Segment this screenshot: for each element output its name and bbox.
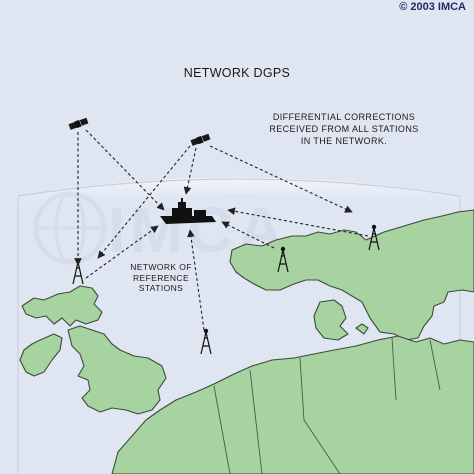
arrow-satellite2-to-norway-station [209, 145, 353, 213]
stations-label-line: STATIONS [138, 283, 184, 293]
arrow-norway-station-to-ship [221, 221, 275, 249]
signal-arrows [74, 129, 369, 331]
border-lines [213, 337, 441, 474]
arrow-continent-station-to-ship [187, 229, 205, 331]
caption-line: RECEIVED FROM ALL STATIONS [269, 124, 419, 134]
land-denmark [313, 299, 349, 341]
coastline-map [19, 209, 474, 474]
arrow-far-station-to-ship [227, 207, 369, 237]
land-norway-sweden [229, 209, 474, 341]
arrow-satellite-to-ship [85, 129, 165, 211]
arrow-satellite2-to-ship [183, 147, 197, 195]
corrections-caption: DIFFERENTIAL CORRECTIONS RECEIVED FROM A… [254, 111, 434, 147]
caption-line: IN THE NETWORK. [300, 136, 388, 146]
reference-station-icon [368, 224, 380, 251]
reference-station-icon [277, 246, 289, 273]
copyright-notice: © 2003 IMCA [399, 1, 466, 13]
earth-horizon-band [0, 177, 474, 212]
arrow-scotland-station-to-ship [85, 225, 159, 279]
stations-label-line: NETWORK OF [130, 262, 192, 272]
satellite-icon [68, 117, 89, 130]
land-scotland [21, 285, 103, 327]
reference-station-icon [200, 328, 212, 355]
caption-line: DIFFERENTIAL CORRECTIONS [272, 112, 416, 122]
land-continent [111, 335, 474, 474]
stations-label-line: REFERENCE [132, 272, 190, 283]
land-britain [67, 325, 167, 415]
land-small-island [355, 323, 369, 335]
land-ireland [19, 333, 63, 377]
reference-stations-label: NETWORK OF REFERENCE STATIONS [108, 262, 214, 294]
arrow-satellite2-to-scotland-station [97, 145, 191, 259]
diagram-title: NETWORK DGPS [183, 66, 291, 80]
ship-icon [160, 198, 216, 224]
satellite-icon [190, 133, 211, 146]
